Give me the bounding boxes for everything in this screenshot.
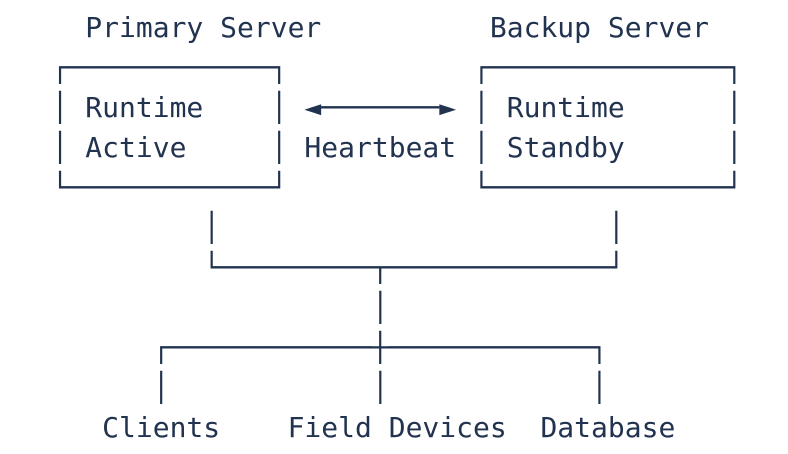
line-server-drop-links: │ │ <box>1 211 625 244</box>
line-status-heartbeat-label: │ Active │ Heartbeat │ Standby │ <box>1 131 743 164</box>
line-merge-junction: └─────────┬─────────────┘ <box>1 251 625 284</box>
line-server-titles: Primary Server Backup Server <box>1 11 710 44</box>
line-branch-junction: ┌────────────┼────────────┐ <box>1 331 608 364</box>
line-box-bottoms: └────────────┘ └──────────────┘ <box>1 171 743 204</box>
line-leaf-labels: Clients Field Devices Database <box>1 411 676 444</box>
line-box-tops: ┌────────────┐ ┌──────────────┐ <box>1 51 743 84</box>
line-branch-drop-links: │ │ │ <box>1 371 608 404</box>
line-runtime-heartbeat-arrow: │ Runtime │ ◄───────► │ Runtime │ <box>1 91 743 124</box>
line-trunk-link: │ <box>1 291 389 324</box>
